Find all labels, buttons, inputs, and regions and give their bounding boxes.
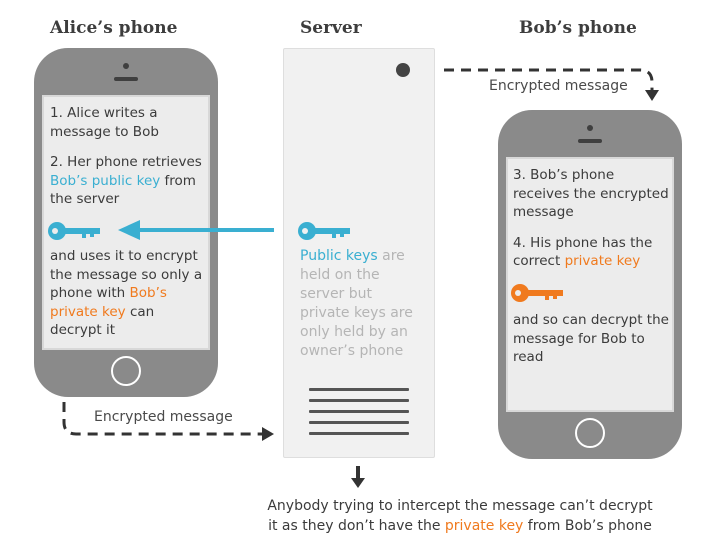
alice-phone-screen — [42, 95, 210, 350]
footer-line-1: Anybody trying to intercept the message … — [267, 498, 653, 514]
server-status-light — [396, 63, 410, 77]
top-encrypted-message-label: Encrypted message — [489, 78, 628, 94]
footer-line-2: it as they don’t have the private key fr… — [230, 516, 690, 536]
server-description: Public keys are held on the server but p… — [300, 247, 418, 361]
footer-private-key-label: private key — [444, 518, 524, 534]
server-vent-line — [309, 399, 409, 402]
footer-note: Anybody trying to intercept the message … — [230, 496, 690, 536]
public-keys-label: Public keys — [300, 248, 378, 264]
alice-step-3-text: and uses it to encrypt the message so on… — [50, 248, 203, 301]
bob-phone-home-button — [575, 418, 605, 448]
orange-key-icon — [511, 284, 563, 302]
alice-phone-title: Alice’s phone — [50, 18, 178, 38]
alice-step-3-text-end: can decrypt it — [50, 303, 155, 339]
down-arrow-icon — [351, 466, 365, 488]
bottom-dashed-arrow-icon — [62, 402, 274, 441]
bottom-encrypted-message-label: Encrypted message — [94, 409, 233, 425]
bob-phone-camera — [587, 125, 593, 131]
bobs-private-key-label: Bob’s private key — [50, 285, 167, 320]
bobs-public-key-label: Bob’s public key — [50, 172, 161, 189]
server-title: Server — [300, 18, 362, 38]
bob-phone-speaker — [578, 139, 602, 143]
bob-step-3: 3. Bob’s phone receives the encrypted me… — [513, 167, 669, 220]
alice-step-2: 2. Her phone retrieves Bob’s public key … — [50, 153, 208, 209]
bob-phone-screen — [506, 157, 674, 412]
bob-phone-title: Bob’s phone — [519, 18, 637, 38]
alice-phone — [34, 48, 218, 397]
server-box — [283, 48, 435, 458]
alice-phone-home-button — [111, 356, 141, 386]
bob-screen-text: 3. Bob’s phone receives the encrypted me… — [513, 166, 671, 283]
alice-step-1: 1. Alice writes a message to Bob — [50, 105, 159, 140]
alice-phone-camera — [123, 63, 129, 69]
top-dashed-arrow-icon — [444, 68, 659, 101]
server-vent-line — [309, 388, 409, 391]
bob-phone — [498, 110, 682, 459]
server-vent-line — [309, 432, 409, 435]
server-description-text: are held on the server but private keys … — [300, 248, 413, 359]
public-key-transfer-arrow — [118, 220, 274, 240]
server-vent-line — [309, 421, 409, 424]
bob-step-4-text: 4. His phone has the correct — [513, 234, 653, 270]
alice-screen-text: 1. Alice writes a message to Bob 2. Her … — [50, 104, 208, 221]
footer-line-2-text: it as they don’t have the — [268, 518, 445, 534]
alice-step-3: and uses it to encrypt the message so on… — [50, 247, 210, 340]
bob-private-key-label: private key — [564, 253, 641, 269]
server-public-key-icon — [298, 222, 350, 240]
server-vent-line — [309, 410, 409, 413]
bob-step-5: and so can decrypt the message for Bob t… — [513, 312, 669, 365]
alice-phone-speaker — [114, 77, 138, 81]
alice-step-2-text-end: from the server — [50, 172, 196, 208]
alice-step-2-text: 2. Her phone retrieves — [50, 154, 202, 170]
footer-line-2-text-end: from Bob’s phone — [523, 518, 652, 534]
blue-key-icon — [48, 222, 100, 240]
bob-step-4: 4. His phone has the correct private key — [513, 234, 671, 271]
